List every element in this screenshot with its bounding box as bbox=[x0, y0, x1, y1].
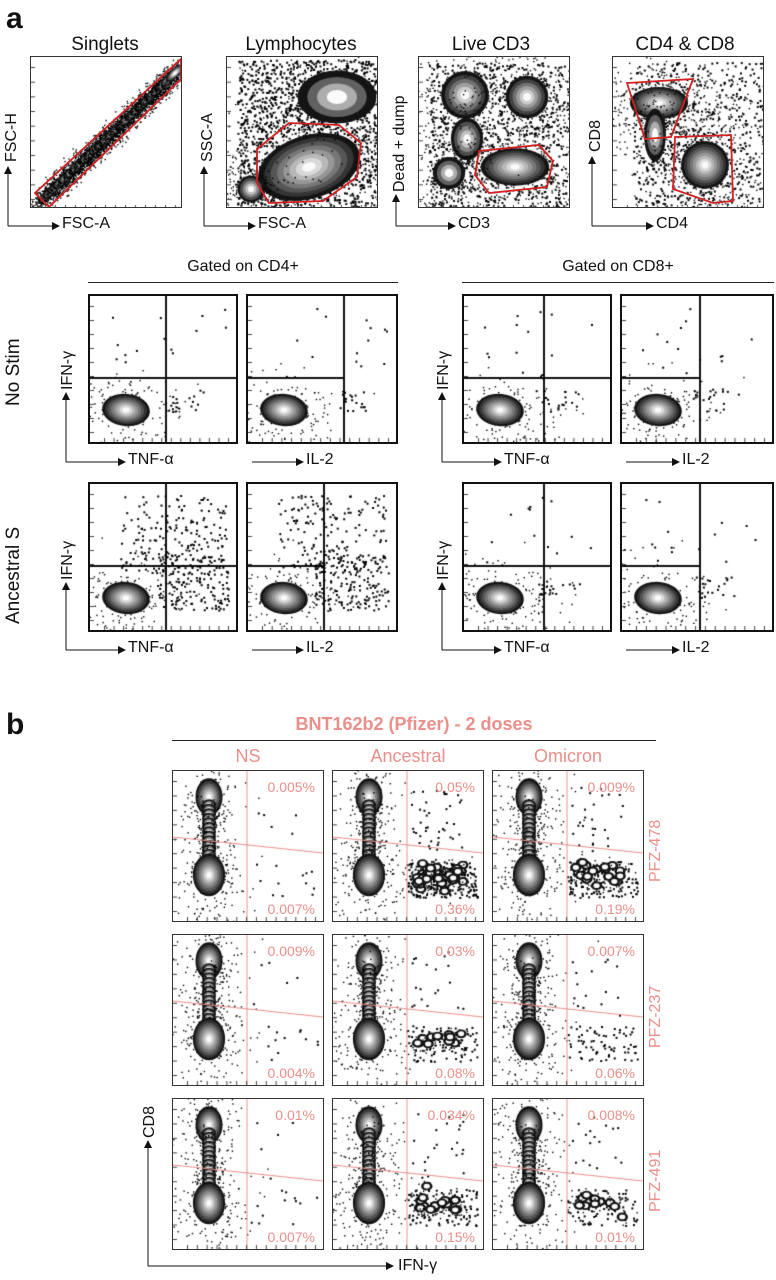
gate-overlay bbox=[33, 57, 181, 207]
percent-upper: 0.05% bbox=[435, 779, 475, 795]
cd4-ancestral-xlabel-tnf: TNF-α bbox=[128, 639, 174, 656]
header-gated-cd8: Gated on CD8+ bbox=[562, 258, 674, 275]
percent-upper: 0.008% bbox=[587, 1107, 635, 1123]
singlet-gate bbox=[33, 57, 181, 207]
cd8-nostim-xlabel-tnf: TNF-α bbox=[504, 451, 550, 468]
density-canvas bbox=[493, 771, 643, 921]
density-canvas bbox=[464, 484, 610, 630]
lymphocyte-gate bbox=[256, 122, 362, 204]
cd8-nostim-xlabel-il2: IL-2 bbox=[682, 451, 710, 468]
percent-upper: 0.009% bbox=[587, 779, 635, 795]
density-canvas bbox=[464, 296, 610, 442]
percent-upper: 0.007% bbox=[587, 943, 635, 959]
percent-lower: 0.19% bbox=[595, 901, 635, 917]
cytokine-plot-cd4-ancestral-il2 bbox=[246, 482, 398, 632]
cytokine-plot-cd8-ancestral-tnf bbox=[462, 482, 612, 632]
header-rule-cd8 bbox=[462, 282, 774, 283]
cd8-ifng-plot: 0.034% 0.15% bbox=[332, 1098, 484, 1250]
density-canvas bbox=[90, 296, 236, 442]
cd8-ifng-plot: 0.005% 0.007% bbox=[172, 770, 324, 922]
cd4-gate bbox=[672, 134, 734, 204]
gate-overlay bbox=[625, 78, 734, 204]
density-canvas bbox=[419, 57, 569, 207]
percent-lower: 0.004% bbox=[267, 1065, 315, 1081]
percent-upper: 0.034% bbox=[427, 1107, 475, 1123]
gating-title-singlets: Singlets bbox=[71, 34, 139, 55]
percent-upper: 0.005% bbox=[267, 779, 315, 795]
density-canvas bbox=[493, 935, 643, 1085]
header-gated-cd4: Gated on CD4+ bbox=[187, 258, 299, 275]
density-canvas bbox=[173, 935, 323, 1085]
condition-ns: NS bbox=[235, 746, 261, 766]
cytokine-plot-cd4-ancestral-tnf bbox=[88, 482, 238, 632]
cd8-ifng-plot: 0.009% 0.19% bbox=[492, 770, 644, 922]
gating-plot-cd4-cd8 bbox=[612, 56, 764, 208]
cytokine-plot-cd8-nostim-tnf bbox=[462, 294, 612, 444]
header-rule-cd4 bbox=[88, 282, 398, 283]
cd8-ifng-plot: 0.009% 0.004% bbox=[172, 934, 324, 1086]
density-canvas bbox=[173, 771, 323, 921]
panel-a-letter: a bbox=[6, 2, 23, 35]
cd8-ifng-plot: 0.007% 0.06% bbox=[492, 934, 644, 1086]
condition-omicron: Omicron bbox=[533, 746, 602, 766]
cd4-nostim-xlabel-il2: IL-2 bbox=[306, 451, 334, 468]
gating-plot-lymphocytes bbox=[226, 56, 378, 208]
density-canvas bbox=[227, 57, 377, 207]
gate-overlay bbox=[256, 122, 362, 204]
percent-lower: 0.36% bbox=[435, 901, 475, 917]
gating-xlabel-cd3: CD3 bbox=[458, 215, 491, 232]
live-cd3-gate bbox=[474, 144, 554, 194]
gating-plot-live-cd3 bbox=[418, 56, 570, 208]
percent-lower: 0.007% bbox=[267, 901, 315, 917]
gating-xlabel-cd4: CD4 bbox=[656, 215, 689, 232]
cd8-ifng-plot: 0.008% 0.01% bbox=[492, 1098, 644, 1250]
density-canvas bbox=[333, 1099, 483, 1249]
gating-title-live-cd3: Live CD3 bbox=[451, 34, 531, 55]
density-canvas bbox=[173, 1099, 323, 1249]
percent-lower: 0.007% bbox=[267, 1229, 315, 1245]
density-canvas bbox=[622, 296, 772, 442]
cytokine-plot-cd8-nostim-il2 bbox=[620, 294, 774, 444]
percent-upper: 0.03% bbox=[435, 943, 475, 959]
density-canvas bbox=[493, 1099, 643, 1249]
percent-lower: 0.06% bbox=[595, 1065, 635, 1081]
percent-upper: 0.009% bbox=[267, 943, 315, 959]
gating-title-lymphocytes: Lymphocytes bbox=[245, 34, 357, 55]
cd4-nostim-xlabel-tnf: TNF-α bbox=[128, 451, 174, 468]
gating-xlabel-fsc-a-1: FSC-A bbox=[62, 215, 110, 232]
density-canvas bbox=[90, 484, 236, 630]
density-canvas bbox=[333, 771, 483, 921]
density-canvas bbox=[248, 296, 396, 442]
percent-lower: 0.08% bbox=[435, 1065, 475, 1081]
cd8-ancestral-xlabel-tnf: TNF-α bbox=[504, 639, 550, 656]
cd8-ifng-plot: 0.05% 0.36% bbox=[332, 770, 484, 922]
gating-xlabel-fsc-a-2: FSC-A bbox=[258, 215, 306, 232]
cd4-ancestral-xlabel-il2: IL-2 bbox=[306, 639, 334, 656]
panel-b-title: BNT162b2 (Pfizer) - 2 doses bbox=[295, 714, 533, 734]
percent-lower: 0.15% bbox=[435, 1229, 475, 1245]
cytokine-plot-cd8-ancestral-il2 bbox=[620, 482, 774, 632]
gating-plot-singlets bbox=[30, 56, 182, 208]
cd8-ifng-plot: 0.03% 0.08% bbox=[332, 934, 484, 1086]
cytokine-plot-cd4-nostim-tnf bbox=[88, 294, 238, 444]
density-canvas bbox=[333, 935, 483, 1085]
percent-lower: 0.01% bbox=[595, 1229, 635, 1245]
cytokine-plot-cd4-nostim-il2 bbox=[246, 294, 398, 444]
percent-upper: 0.01% bbox=[275, 1107, 315, 1123]
gate-overlay bbox=[474, 144, 554, 194]
condition-ancestral: Ancestral bbox=[370, 746, 446, 766]
cd8-ancestral-xlabel-il2: IL-2 bbox=[682, 639, 710, 656]
density-canvas bbox=[622, 484, 772, 630]
cd8-gate bbox=[625, 78, 695, 140]
panel-b-title-rule bbox=[172, 740, 656, 741]
cd8-ifng-plot: 0.01% 0.007% bbox=[172, 1098, 324, 1250]
density-canvas bbox=[248, 484, 396, 630]
gating-title-cd4-cd8: CD4 & CD8 bbox=[635, 34, 735, 55]
panel-b-letter: b bbox=[6, 708, 25, 741]
panel-b-xlabel-ifng: IFN-γ bbox=[398, 1257, 438, 1274]
